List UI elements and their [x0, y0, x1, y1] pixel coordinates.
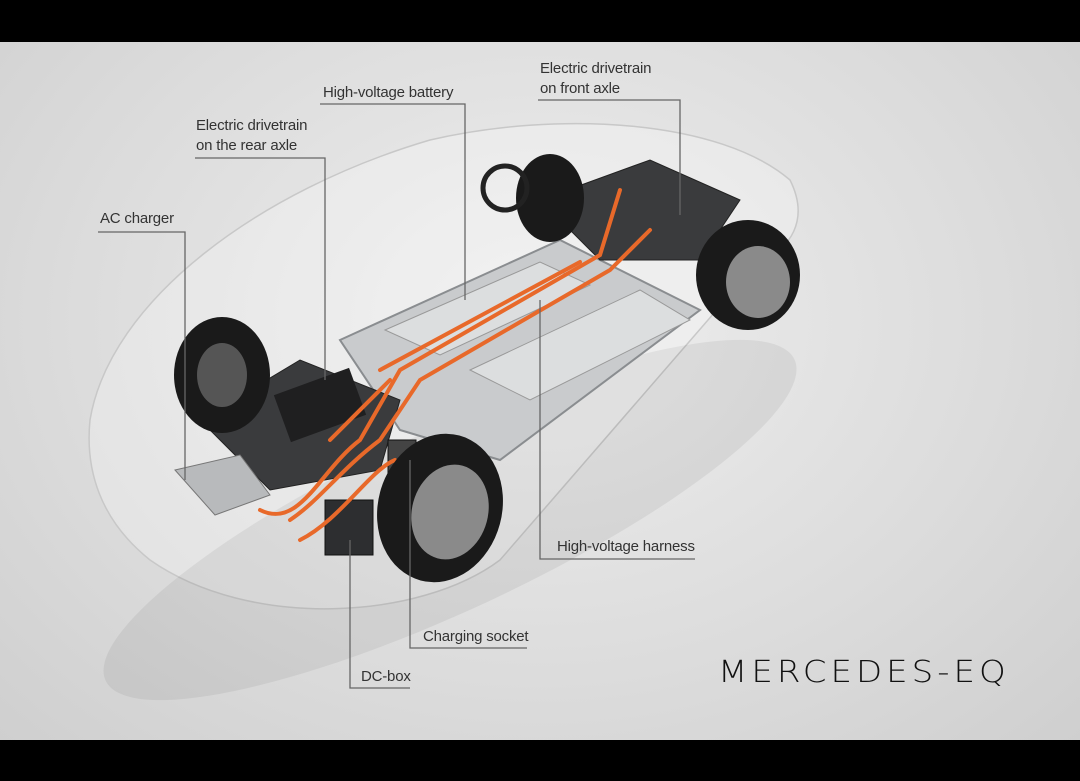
label-ac-charger: AC charger: [100, 210, 174, 227]
bottom-letterbox-bar: [0, 740, 1080, 781]
dc-box-unit: [324, 499, 374, 556]
label-front-drivetrain-line2: on front axle: [540, 80, 620, 97]
label-high-voltage-harness: High-voltage harness: [557, 538, 695, 555]
steering-wheel: [480, 163, 530, 213]
leader-lines: [98, 99, 695, 689]
wheels: [174, 154, 800, 583]
label-rear-drivetrain-line2: on the rear axle: [196, 137, 298, 154]
ac-charger-unit: [174, 454, 271, 516]
label-charging-socket: Charging socket: [423, 628, 529, 645]
high-voltage-cables: [258, 188, 652, 542]
label-dc-box: DC-box: [361, 668, 411, 685]
top-letterbox-bar: [0, 0, 1080, 42]
label-high-voltage-battery: High-voltage battery: [323, 84, 454, 101]
mercedes-eq-logo: MERCEDES-EQ: [718, 654, 1010, 690]
label-rear-drivetrain-line1: Electric drivetrain: [196, 117, 308, 134]
label-front-drivetrain-line1: Electric drivetrain: [540, 60, 652, 77]
